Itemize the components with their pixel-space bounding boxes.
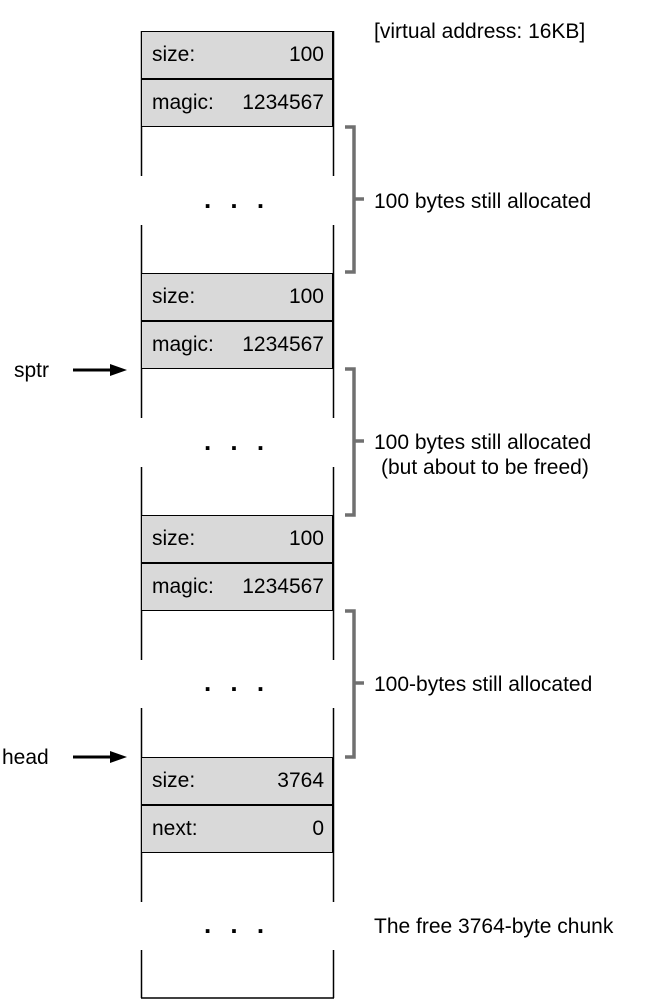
header-value: 3764 (277, 769, 324, 792)
header-key: magic: (152, 91, 214, 114)
chunk1-magic-cell: magic: 1234567 (141, 79, 333, 127)
region2-label-line1: 100 bytes still allocated (374, 431, 592, 454)
header-key: size: (152, 43, 196, 66)
header-key: magic: (152, 333, 214, 356)
chunk3-size-cell: size: 100 (141, 515, 333, 563)
chunk1-ellipsis: . . . (203, 184, 271, 214)
chunk3-magic-cell: magic: 1234567 (141, 563, 333, 611)
sptr-arrow (73, 364, 127, 376)
region4-label: The free 3764-byte chunk (374, 915, 614, 938)
free-chunk-size-cell: size: 3764 (141, 757, 333, 805)
header-value: 0 (312, 817, 324, 840)
header-key: size: (152, 285, 196, 308)
chunk2-magic-cell: magic: 1234567 (141, 321, 333, 369)
header-value: 100 (288, 285, 324, 308)
sptr-label: sptr (14, 359, 50, 382)
region3-label: 100-bytes still allocated (374, 673, 593, 696)
header-value: 1234567 (242, 91, 324, 114)
header-value: 100 (288, 43, 324, 66)
region2-label-line2: (but about to be freed) (381, 456, 589, 479)
header-value: 1234567 (242, 333, 324, 356)
bracket-3 (345, 609, 364, 759)
virtual-address-label: [virtual address: 16KB] (374, 20, 586, 43)
header-key: magic: (152, 575, 214, 598)
chunk2-ellipsis: . . . (203, 426, 271, 456)
free-chunk-next-cell: next: 0 (141, 805, 333, 853)
chunk1-size-cell: size: 100 (141, 31, 333, 79)
free-chunk-ellipsis: . . . (203, 909, 271, 939)
bracket-1 (345, 125, 364, 274)
chunk2-size-cell: size: 100 (141, 273, 333, 321)
head-arrow (73, 751, 127, 763)
bracket-2 (345, 367, 364, 517)
chunk3-ellipsis: . . . (203, 667, 271, 697)
head-label: head (2, 746, 49, 769)
region1-label: 100 bytes still allocated (374, 190, 592, 213)
header-value: 1234567 (242, 575, 324, 598)
header-value: 100 (288, 527, 324, 550)
header-key: size: (152, 769, 196, 792)
header-key: next: (152, 817, 198, 840)
header-key: size: (152, 527, 196, 550)
